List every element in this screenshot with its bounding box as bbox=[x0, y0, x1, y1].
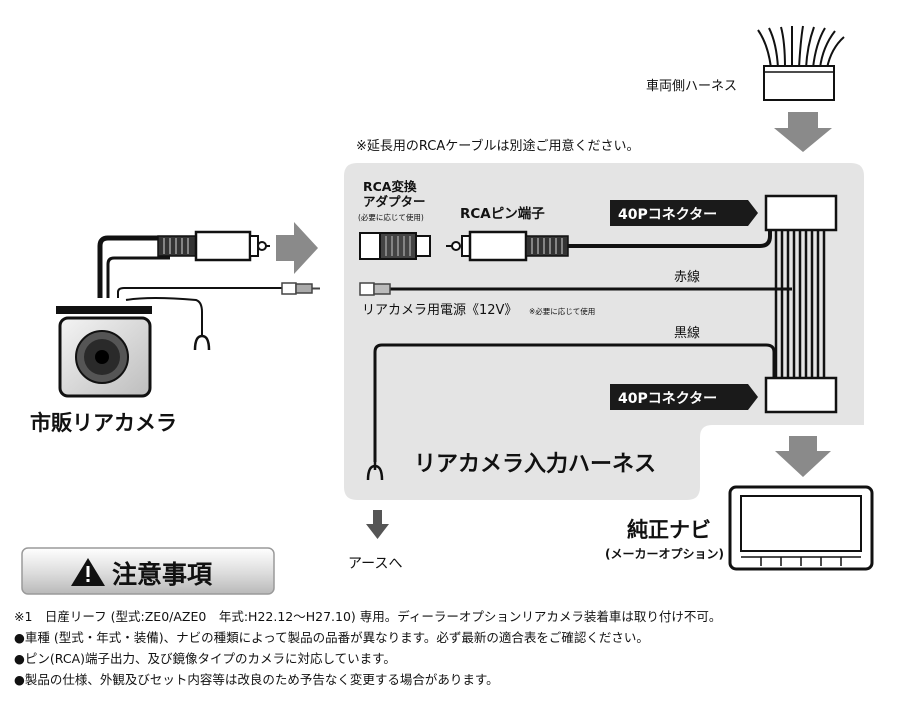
camera-power-plug bbox=[281, 282, 320, 295]
caution-title: 注意事項 bbox=[112, 560, 213, 589]
caution-badge: 注意事項 bbox=[21, 547, 275, 595]
power-plug bbox=[359, 282, 391, 296]
arrow-down-vehicle bbox=[774, 112, 832, 152]
note-line: ●製品の仕様、外観及びセット内容等は改良のため予告なく変更する場合があります。 bbox=[14, 672, 499, 687]
black-wire bbox=[373, 343, 776, 462]
rca-cable-note: ※延長用のRCAケーブルは別途ご用意ください。 bbox=[356, 138, 639, 154]
arrow-down-navi bbox=[775, 436, 831, 477]
harness-wire-bundle bbox=[774, 230, 826, 380]
power-label: リアカメラ用電源《12V》 bbox=[362, 303, 517, 318]
camera-name: 市販リアカメラ bbox=[30, 411, 177, 435]
note-line: ●ピン(RCA)端子出力、及び鏡像タイプのカメラに対応しています。 bbox=[14, 651, 396, 666]
rca-adapter-note: (必要に応じて使用) bbox=[358, 212, 424, 222]
arrow-down-ground bbox=[366, 510, 389, 539]
camera-icon bbox=[56, 306, 152, 398]
camera-rca-plug bbox=[157, 230, 270, 262]
camera-cables bbox=[97, 235, 282, 335]
power-note: ※必要に応じて使用 bbox=[529, 306, 595, 316]
rca-adapter bbox=[359, 232, 431, 260]
caution-notes: ※1 日産リーフ (型式:ZE0/AZE0 年式:H22.12〜H27.10) … bbox=[14, 606, 894, 690]
vehicle-harness bbox=[757, 25, 845, 101]
connector-bottom bbox=[764, 376, 838, 414]
vehicle-harness-label: 車両側ハーネス bbox=[646, 79, 737, 94]
red-wire-label: 赤線 bbox=[674, 269, 700, 285]
rca-pin-plug bbox=[446, 230, 569, 262]
black-wire-label: 黒線 bbox=[674, 325, 700, 341]
connector-top-label: 40Pコネクター bbox=[610, 200, 758, 226]
navi-screen-icon bbox=[728, 485, 874, 571]
arrow-right-camera bbox=[276, 222, 318, 274]
camera-ground-icon bbox=[193, 334, 211, 351]
connector-bottom-label: 40Pコネクター bbox=[610, 384, 758, 410]
rca-wire bbox=[568, 228, 772, 248]
svg-text:40Pコネクター: 40Pコネクター bbox=[618, 207, 717, 223]
rca-adapter-label-2: アダプター bbox=[363, 194, 426, 209]
svg-text:40Pコネクター: 40Pコネクター bbox=[618, 391, 717, 407]
connector-top bbox=[764, 194, 838, 232]
harness-name: リアカメラ入力ハーネス bbox=[414, 452, 656, 477]
note-line: ●車種 (型式・年式・装備)、ナビの種類によって製品の品番が異なります。必ず最新… bbox=[14, 630, 649, 645]
ground-label: アースへ bbox=[348, 556, 402, 572]
navi-name: 純正ナビ bbox=[627, 518, 711, 542]
note-line: ※1 日産リーフ (型式:ZE0/AZE0 年式:H22.12〜H27.10) … bbox=[14, 609, 722, 624]
rca-pin-label: RCAピン端子 bbox=[460, 205, 545, 222]
ground-symbol-icon bbox=[366, 462, 384, 481]
rca-adapter-label-1: RCA変換 bbox=[363, 179, 417, 194]
navi-option: (メーカーオプション) bbox=[605, 546, 724, 561]
